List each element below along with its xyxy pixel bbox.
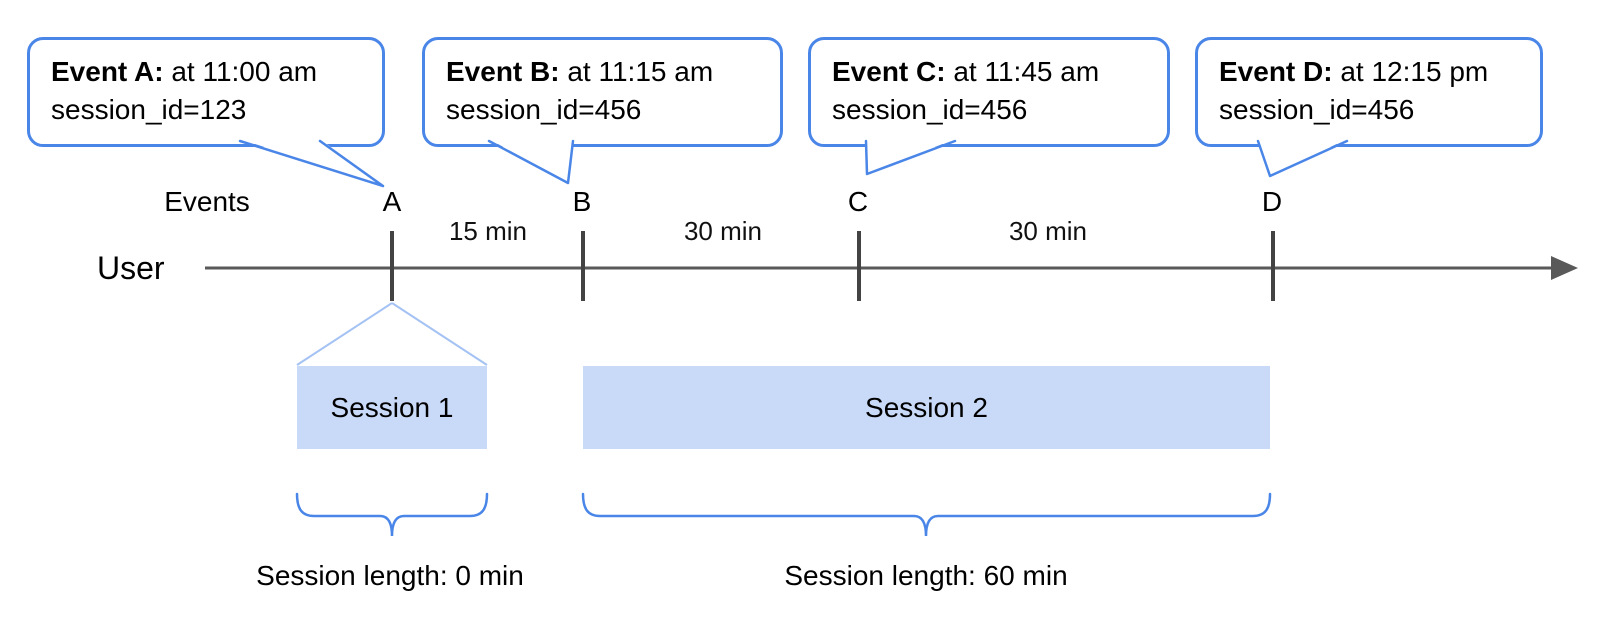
callout-event-a-time: at 11:00 am <box>163 56 318 87</box>
session-2-label: Session 2 <box>865 391 988 423</box>
session-2-box: Session 2 <box>583 366 1270 449</box>
event-marker-c: C <box>847 186 869 217</box>
interval-b-c: 30 min <box>683 216 763 246</box>
callout-event-b-line1: Event B: at 11:15 am <box>446 53 760 91</box>
session-2-brace <box>581 492 1272 537</box>
session-1-length-label: Session length: 0 min <box>256 560 524 591</box>
callout-event-c-line1: Event C: at 11:45 am <box>832 53 1147 91</box>
event-marker-b: B <box>572 186 592 217</box>
callout-event-a: Event A: at 11:00 am session_id=123 <box>27 37 385 147</box>
callout-event-c-title: Event C: <box>832 56 946 87</box>
callout-event-d-session-id: session_id=456 <box>1219 94 1415 125</box>
callout-event-d: Event D: at 12:15 pm session_id=456 <box>1195 37 1543 147</box>
callout-event-c-time: at 11:45 am <box>945 56 1100 87</box>
callout-event-d-line1: Event D: at 12:15 pm <box>1219 53 1520 91</box>
timeline-arrowhead <box>1551 256 1578 280</box>
callout-event-a-session-id: session_id=123 <box>51 94 247 125</box>
callout-event-b: Event B: at 11:15 am session_id=456 <box>422 37 783 147</box>
interval-c-d: 30 min <box>1008 216 1088 246</box>
session-1-brace <box>295 492 489 537</box>
session-1-label: Session 1 <box>330 391 454 423</box>
callout-event-a-line1: Event A: at 11:00 am <box>51 53 362 91</box>
callout-event-c-session-id: session_id=456 <box>832 94 1028 125</box>
callout-event-b-title: Event B: <box>446 56 560 87</box>
event-marker-d: D <box>1261 186 1283 217</box>
callout-event-a-title: Event A: <box>51 56 164 87</box>
events-axis-label: Events <box>164 186 250 217</box>
session-2-length-label: Session length: 60 min <box>784 560 1068 591</box>
callout-event-c: Event C: at 11:45 am session_id=456 <box>808 37 1170 147</box>
user-axis-label: User <box>97 250 165 286</box>
callout-event-d-time: at 12:15 pm <box>1332 56 1489 87</box>
event-marker-a: A <box>382 186 402 217</box>
session-1-funnel-lines <box>296 302 488 366</box>
session-1-box: Session 1 <box>297 366 487 449</box>
callout-event-d-title: Event D: <box>1219 56 1333 87</box>
callout-event-b-time: at 11:15 am <box>559 56 714 87</box>
callout-event-b-session-id: session_id=456 <box>446 94 642 125</box>
interval-a-b: 15 min <box>448 216 528 246</box>
